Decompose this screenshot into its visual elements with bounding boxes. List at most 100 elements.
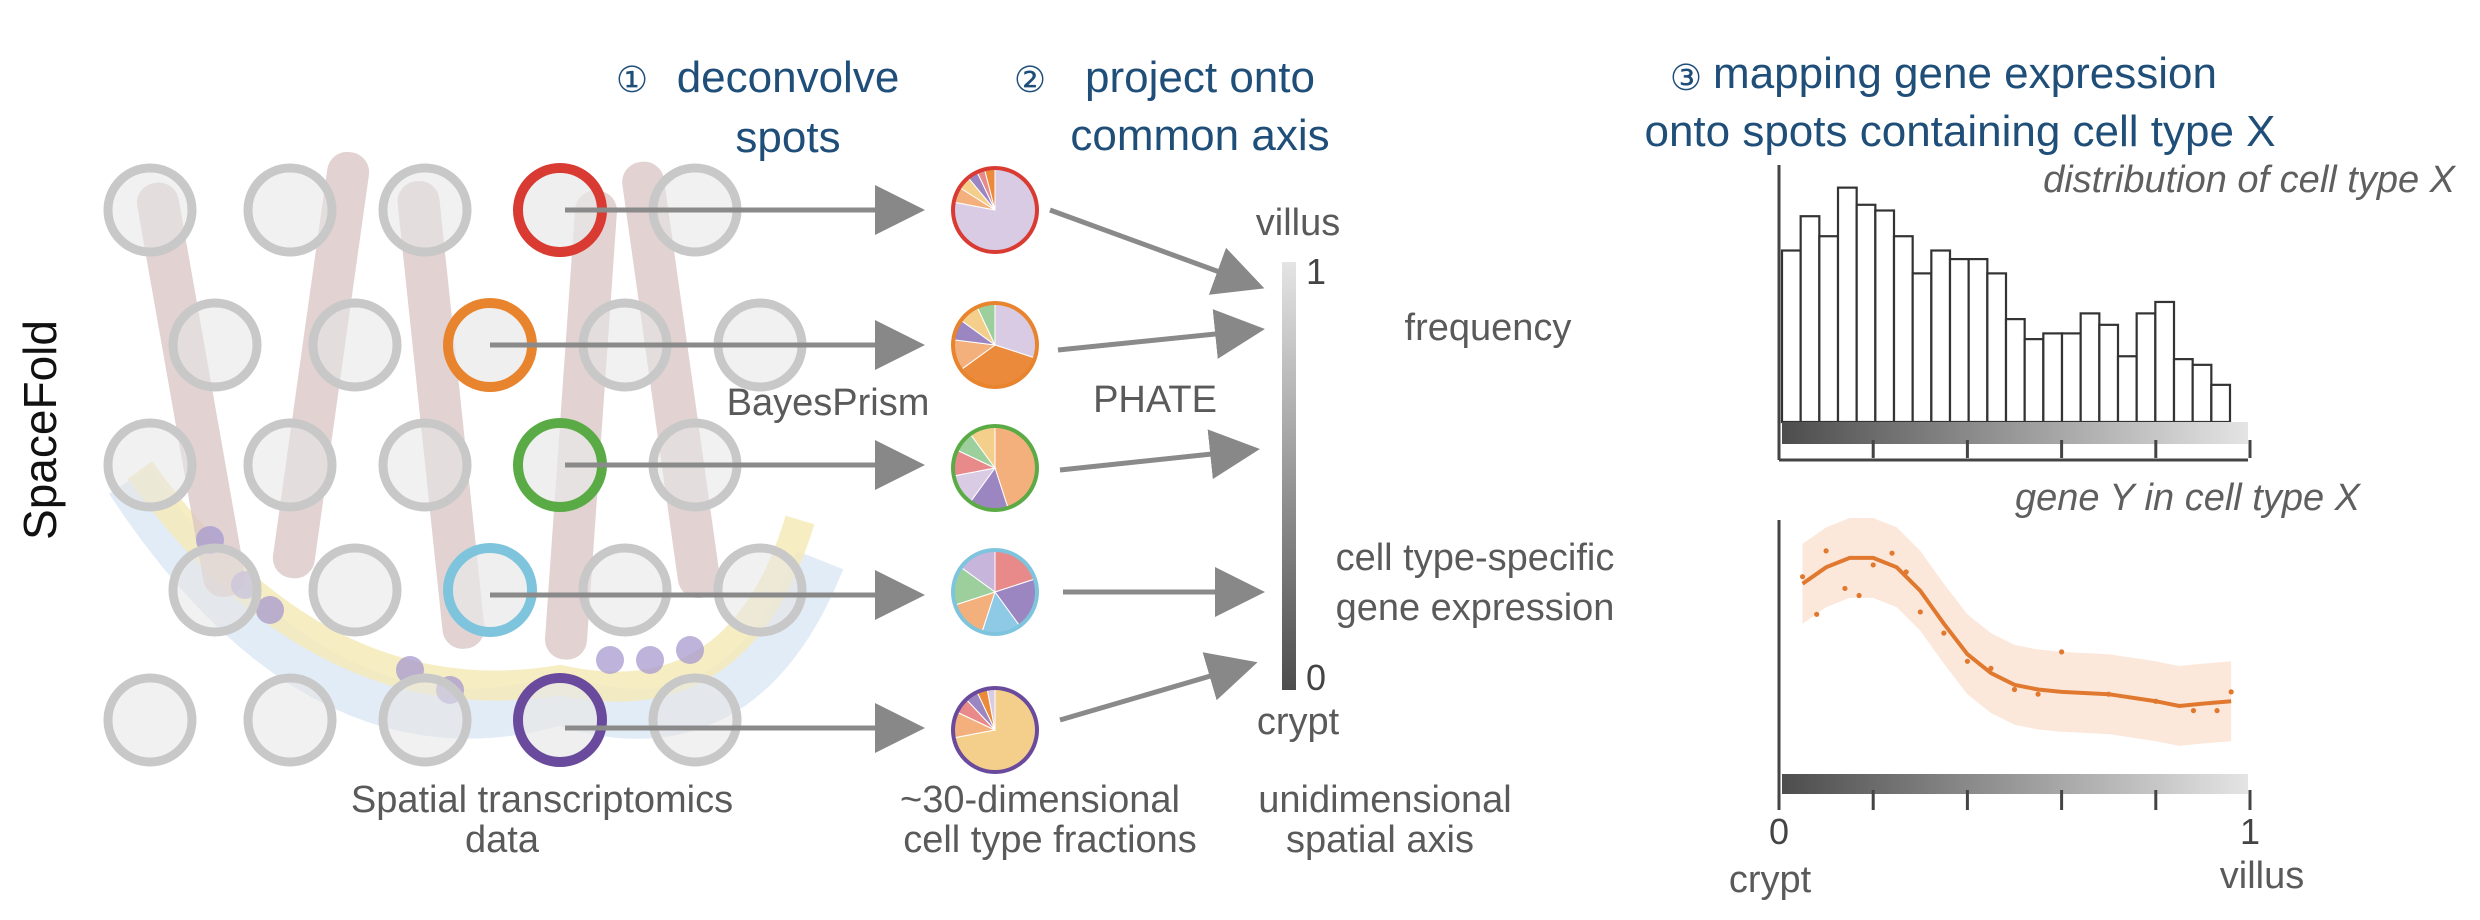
expression-panel: gene Y in cell type X 0 1 crypt villus (1729, 477, 2362, 901)
arrow (1059, 652, 1258, 723)
axis-bottom-label: crypt (1257, 701, 1340, 743)
histogram-title: distribution of cell type X (2043, 159, 2457, 201)
data-point (2214, 708, 2220, 714)
histogram-bar (2098, 323, 2120, 424)
histogram-ticks (1777, 440, 2252, 458)
spot (103, 163, 197, 257)
data-point (1856, 592, 1862, 599)
histogram-bar (2023, 338, 2045, 424)
arrow (1049, 207, 1265, 295)
histogram-gradient-bar (1782, 422, 2248, 444)
axis-top-label: villus (1256, 202, 1340, 244)
step-1-line2: spots (735, 113, 840, 162)
step-2-line2: common axis (1070, 111, 1329, 160)
pie-outline (951, 548, 1039, 636)
histogram-bar (2042, 332, 2064, 424)
data-point (1889, 550, 1895, 556)
spot (243, 418, 337, 512)
pie-to-axis-arrows (1049, 207, 1265, 723)
data-point (1870, 562, 1876, 568)
histogram-bar (2210, 383, 2232, 424)
histogram-bar (1874, 209, 1896, 424)
axis-label-line1: unidimensional (1258, 779, 1512, 821)
fitted-curve (1801, 555, 2232, 708)
data-point (2011, 686, 2018, 693)
histogram-bar (2191, 363, 2213, 424)
step-2-title: ② project onto common axis (1014, 53, 1330, 160)
spot (308, 298, 402, 392)
x-end-crypt: crypt (1729, 859, 1812, 901)
highlighted-spot (513, 673, 607, 767)
spot (378, 418, 472, 512)
expression-ticks (1777, 790, 2252, 810)
expression-points (1799, 548, 2234, 714)
x-tick-1: 1 (2240, 811, 2260, 852)
step-3-number: ③ (1670, 58, 1702, 99)
spatial-data-label-line1: Spatial transcriptomics (351, 779, 733, 821)
histogram-bar (2154, 300, 2176, 424)
axis-bottom-tick: 0 (1306, 657, 1326, 698)
data-point (2035, 691, 2041, 697)
spot (243, 163, 337, 257)
spot-to-pie-arrows (490, 185, 925, 753)
step-3-line2: onto spots containing cell type X (1644, 107, 2275, 156)
common-axis: villus 1 0 crypt (1256, 202, 1340, 743)
histogram-bar (2116, 355, 2138, 424)
histogram-bar (1930, 249, 1952, 424)
x-tick-0: 0 (1769, 811, 1789, 852)
data-point (2190, 708, 2197, 714)
phate-label: PHATE (1093, 379, 1217, 421)
expression-label-line2: gene expression (1336, 587, 1615, 629)
arrow (1059, 429, 1260, 480)
x-end-villus: villus (2220, 855, 2304, 897)
expression-title: gene Y in cell type X (2015, 477, 2362, 519)
spot (378, 673, 472, 767)
spot (308, 543, 402, 637)
step-1-number: ① (616, 60, 648, 101)
expression-gradient-bar (1782, 774, 2248, 794)
arrow (1057, 309, 1265, 359)
step-2-number: ② (1014, 60, 1046, 101)
spot (378, 163, 472, 257)
spatial-data-label-line2: data (465, 819, 540, 861)
histogram-bar (1911, 272, 1933, 424)
axis-gradient-bar (1282, 262, 1296, 690)
histogram-bars (1780, 186, 2232, 424)
data-point (2228, 689, 2234, 695)
data-point (1964, 658, 1970, 664)
highlighted-spot (443, 543, 537, 637)
histogram-bar (2079, 312, 2101, 424)
data-point (1842, 585, 1848, 592)
histogram-bar (2060, 332, 2082, 424)
pie-outline (951, 166, 1039, 254)
histogram-bar (1836, 186, 1858, 424)
data-point (1799, 574, 1806, 580)
axis-top-tick: 1 (1306, 251, 1326, 292)
data-point (1814, 611, 1820, 617)
histogram-bar (2004, 318, 2026, 424)
spot (168, 543, 262, 637)
histogram-bar (1967, 257, 1989, 424)
data-point (2059, 649, 2065, 655)
histogram-panel: distribution of cell type X (1777, 159, 2457, 462)
spot (648, 673, 742, 767)
spot (103, 418, 197, 512)
fractions-label-line2: cell type fractions (903, 819, 1197, 861)
step-1-title: ① deconvolve spots (616, 53, 899, 162)
spot (168, 298, 262, 392)
cell-fraction-pies (951, 166, 1039, 774)
histogram-bar (1892, 235, 1914, 424)
step-3-line1: mapping gene expression (1713, 49, 2217, 98)
axis-label-line2: spatial axis (1286, 819, 1474, 861)
histogram-bar (1799, 215, 1821, 424)
data-point (1823, 548, 1829, 554)
spot (578, 543, 672, 637)
data-point (1941, 630, 1947, 636)
bayesprism-label: BayesPrism (727, 382, 930, 424)
pie-outline (951, 424, 1039, 512)
histogram-bar (1986, 272, 2008, 424)
frequency-label: frequency (1405, 307, 1572, 349)
histogram-bar (1948, 257, 1970, 424)
histogram-bar (2135, 312, 2157, 424)
